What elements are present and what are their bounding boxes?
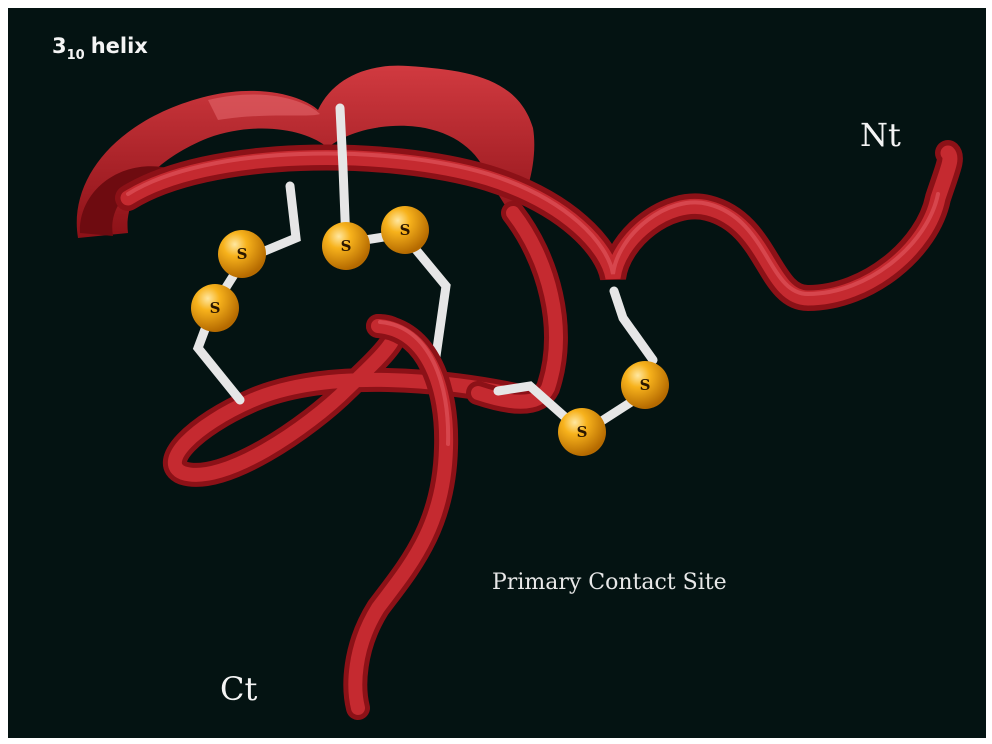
c-terminus-label: Ct xyxy=(220,670,257,708)
svg-text:S: S xyxy=(400,221,411,239)
sulfur-atom-6: S xyxy=(558,408,606,456)
sulfur-atom-2: S xyxy=(191,284,239,332)
sulfur-atom-5: S xyxy=(621,361,669,409)
protein-structure-svg: S S S S S S xyxy=(8,8,986,738)
n-terminus-label: Nt xyxy=(860,116,901,154)
primary-contact-site-label: Primary Contact Site xyxy=(492,570,727,595)
sulfur-atom-4: S xyxy=(381,206,429,254)
helix-label-word: helix xyxy=(91,34,148,58)
svg-text:S: S xyxy=(341,237,352,255)
backbone-inner-loop xyxy=(478,213,556,402)
sulfur-atom-3: S xyxy=(322,222,370,270)
svg-text:S: S xyxy=(577,423,588,441)
svg-text:S: S xyxy=(640,376,651,394)
svg-text:S: S xyxy=(237,245,248,263)
sulfur-atom-1: S xyxy=(218,230,266,278)
backbone-lower-loop xyxy=(175,326,520,475)
svg-text:S: S xyxy=(210,299,221,317)
helix-label-subscript: 10 xyxy=(67,48,85,63)
helix-label-number: 3 xyxy=(52,34,67,58)
